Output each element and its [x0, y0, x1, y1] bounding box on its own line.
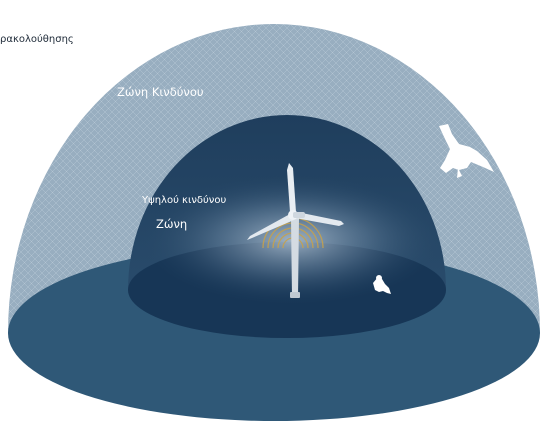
- risk-zone-label: Ζώνη Κινδύνου: [117, 85, 204, 99]
- small-bird-icon: [373, 275, 391, 294]
- high-risk-zone-label-line2: Ζώνη: [156, 217, 188, 231]
- high-risk-zone-label-line1: Υψηλού κινδύνου: [142, 195, 227, 206]
- monitoring-zone-label: ρακολούθησης: [0, 34, 74, 45]
- wind-turbine-icon: [247, 163, 344, 298]
- eagle-icon: [439, 124, 494, 178]
